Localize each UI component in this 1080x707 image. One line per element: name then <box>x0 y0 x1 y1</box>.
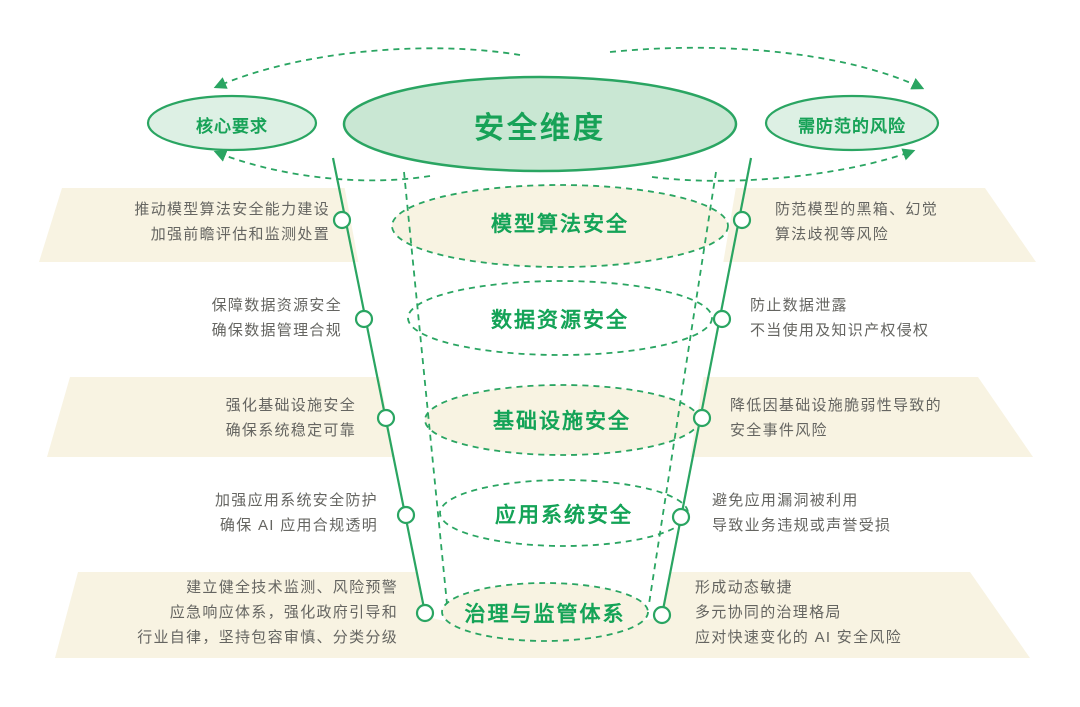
text-line: 降低因基础设施脆弱性导致的 <box>730 397 942 414</box>
arc-top-left <box>213 47 521 89</box>
text-line: 行业自律，坚持包容审慎、分类分级 <box>137 629 398 646</box>
core-requirement-1: 推动模型算法安全能力建设 加强前瞻评估和监测处置 <box>134 197 330 247</box>
node-left-4 <box>396 505 416 525</box>
diagram-title: 安全维度 <box>474 112 606 145</box>
risk-1: 防范模型的黑箱、幻觉 算法歧视等风险 <box>775 197 938 247</box>
text-line: 算法歧视等风险 <box>775 226 890 243</box>
arc-bottom-left <box>213 149 431 182</box>
level-label-1: 模型算法安全 <box>491 213 629 236</box>
level-ellipse-5 <box>441 582 649 642</box>
level-label-5: 治理与监管体系 <box>464 603 626 626</box>
level-ellipse-2 <box>407 280 713 356</box>
text-line: 保障数据资源安全 <box>211 297 342 314</box>
node-right-3 <box>692 408 712 428</box>
text-line: 加强应用系统安全防护 <box>214 492 378 509</box>
arc-top-right <box>609 46 925 90</box>
node-right-5 <box>652 605 672 625</box>
core-requirement-3: 强化基础设施安全 确保系统稳定可靠 <box>226 393 356 443</box>
text-line: 建立健全技术监测、风险预警 <box>186 579 398 596</box>
left-pill-label: 核心要求 <box>196 117 268 136</box>
text-line: 形成动态敏捷 <box>695 579 793 596</box>
node-right-2 <box>712 309 732 329</box>
risk-5: 形成动态敏捷 多元协同的治理格局 应对快速变化的 AI 安全风险 <box>695 575 902 650</box>
core-requirement-2: 保障数据资源安全 确保数据管理合规 <box>212 293 342 343</box>
level-ellipse-1 <box>391 184 729 268</box>
text-line: 加强前瞻评估和监测处置 <box>150 226 330 243</box>
left-pill-ellipse <box>146 94 318 152</box>
node-left-2 <box>354 309 374 329</box>
right-pill-ellipse <box>764 94 940 152</box>
header-ellipse <box>342 75 738 173</box>
text-line: 确保数据管理合规 <box>211 322 342 339</box>
risk-2: 防止数据泄露 不当使用及知识产权侵权 <box>750 293 929 343</box>
node-right-1 <box>732 210 752 230</box>
core-requirement-5: 建立健全技术监测、风险预警 应急响应体系，强化政府引导和 行业自律，坚持包容审慎… <box>137 575 398 650</box>
text-line: 确保系统稳定可靠 <box>225 422 356 439</box>
level-label-3: 基础设施安全 <box>493 410 631 433</box>
node-left-1 <box>332 210 352 230</box>
text-line: 防止数据泄露 <box>750 297 848 314</box>
text-line: 应急响应体系，强化政府引导和 <box>169 604 398 621</box>
text-line: 强化基础设施安全 <box>225 397 356 414</box>
node-left-3 <box>376 408 396 428</box>
core-requirement-4: 加强应用系统安全防护 确保 AI 应用合规透明 <box>215 488 378 538</box>
node-left-5 <box>415 603 435 623</box>
text-line: 安全事件风险 <box>730 422 828 439</box>
text-line: 确保 AI 应用合规透明 <box>219 517 378 534</box>
arc-bottom-right <box>651 148 916 182</box>
text-line: 多元协同的治理格局 <box>695 604 842 621</box>
text-line: 应对快速变化的 AI 安全风险 <box>695 629 903 646</box>
text-line: 不当使用及知识产权侵权 <box>750 322 930 339</box>
level-label-2: 数据资源安全 <box>491 309 629 332</box>
text-line: 导致业务违规或声誉受损 <box>712 517 892 534</box>
text-line: 防范模型的黑箱、幻觉 <box>775 201 939 218</box>
funnel-wall-dashed-right <box>648 171 717 605</box>
risk-3: 降低因基础设施脆弱性导致的 安全事件风险 <box>730 393 942 443</box>
text-line: 避免应用漏洞被利用 <box>712 492 859 509</box>
text-line: 推动模型算法安全能力建设 <box>134 201 330 218</box>
right-pill-label: 需防范的风险 <box>798 117 906 136</box>
node-right-4 <box>671 507 691 527</box>
funnel-wall-solid-left <box>331 157 427 614</box>
funnel-wall-solid-right <box>660 157 753 616</box>
level-label-4: 应用系统安全 <box>495 504 633 527</box>
risk-4: 避免应用漏洞被利用 导致业务违规或声誉受损 <box>712 488 891 538</box>
